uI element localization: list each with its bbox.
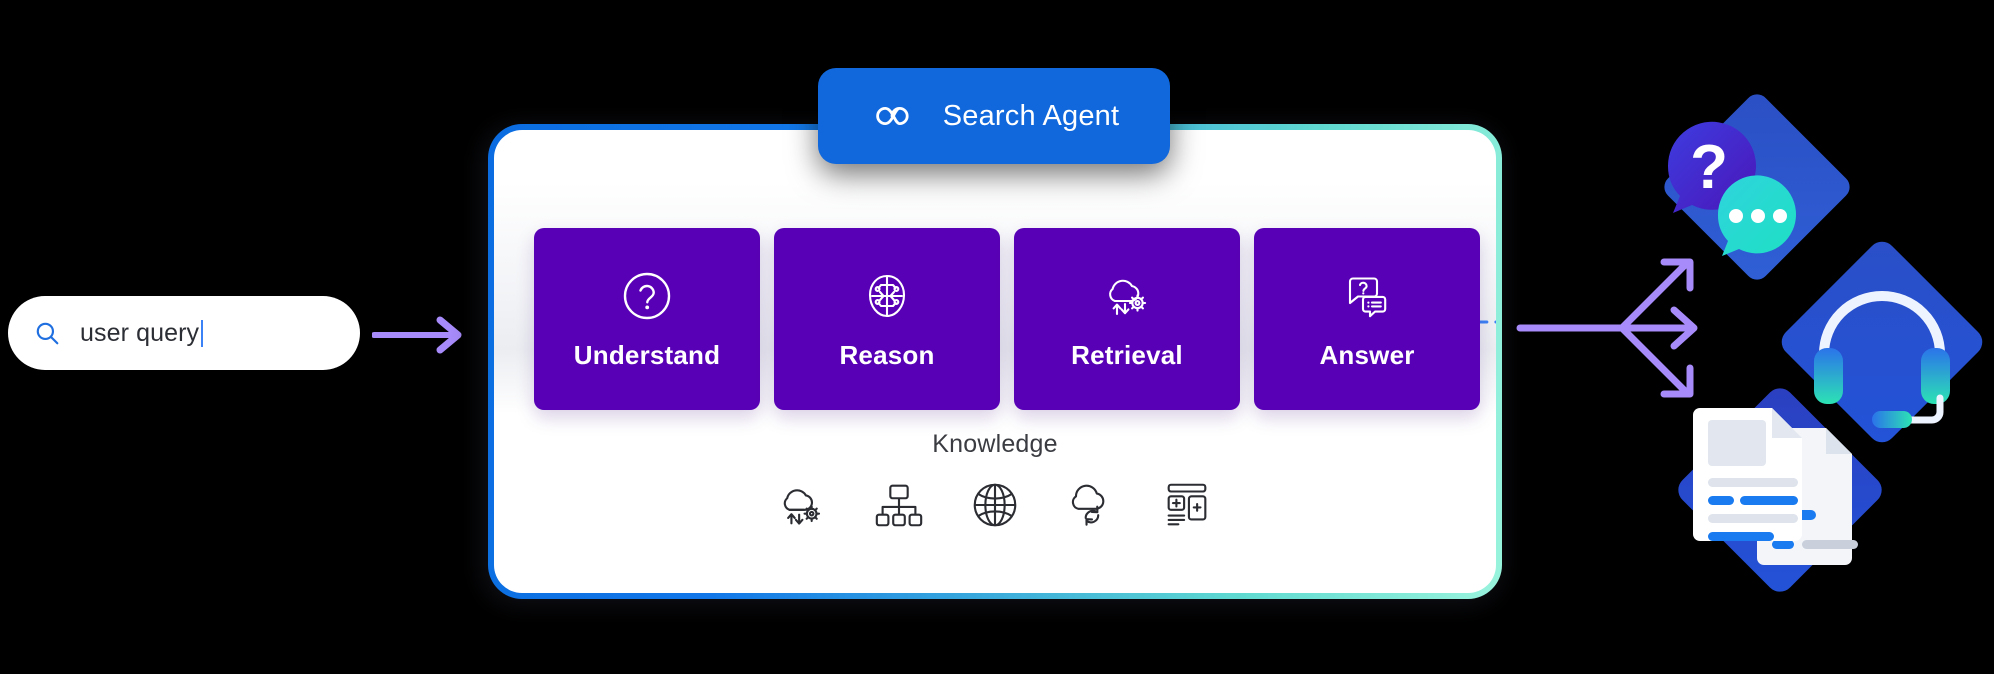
chat-bubbles-qa-icon: [1348, 276, 1387, 317]
step-label: Answer: [1319, 339, 1415, 370]
step-answer[interactable]: Answer: [1254, 228, 1480, 410]
svg-text:?: ?: [1690, 133, 1728, 202]
chat-bubbles-icon: ?: [1667, 121, 1796, 256]
documents-illustration: [1678, 388, 1882, 592]
input-arrow-icon: [372, 316, 462, 354]
badge-label: Search Agent: [942, 99, 1120, 132]
step-label: Understand: [573, 339, 721, 370]
text-caret: [201, 319, 204, 347]
step-label: Retrieval: [1071, 339, 1183, 370]
cloud-gear-sync-icon: [1109, 279, 1147, 315]
org-chart-icon[interactable]: [872, 478, 926, 532]
search-icon: [36, 322, 59, 345]
globe-icon[interactable]: [968, 478, 1022, 532]
headset-support-illustration: [1781, 241, 1983, 443]
cloud-refresh-icon[interactable]: [1064, 478, 1118, 532]
brain-circuit-icon: [868, 274, 906, 317]
question-circle-icon: [623, 272, 671, 319]
search-agent-badge[interactable]: Search Agent: [818, 68, 1170, 164]
search-input-value: user query: [80, 318, 200, 347]
step-label: Reason: [839, 339, 935, 370]
chat-bubbles-illustration: ?: [1664, 94, 1850, 280]
headset-icon: [1814, 291, 1950, 428]
agent-card: Understand: [488, 124, 1502, 599]
documents-stack-icon: [1693, 408, 1858, 565]
step-understand[interactable]: Understand: [534, 228, 760, 410]
document-layout-plus-icon[interactable]: [1160, 478, 1214, 532]
knowledge-icon-row: [494, 478, 1496, 532]
output-splitter-arrow-icon: [1516, 258, 1698, 398]
infinity-icon: [876, 106, 909, 126]
pipeline-steps: Understand: [534, 228, 1480, 410]
knowledge-title: Knowledge: [932, 430, 1058, 458]
cloud-gear-transfer-icon[interactable]: [776, 478, 830, 532]
step-retrieval[interactable]: Retrieval: [1014, 228, 1240, 410]
search-box[interactable]: user query: [8, 296, 360, 370]
search-pill[interactable]: user query: [8, 296, 360, 370]
step-reason[interactable]: Reason: [774, 228, 1000, 410]
